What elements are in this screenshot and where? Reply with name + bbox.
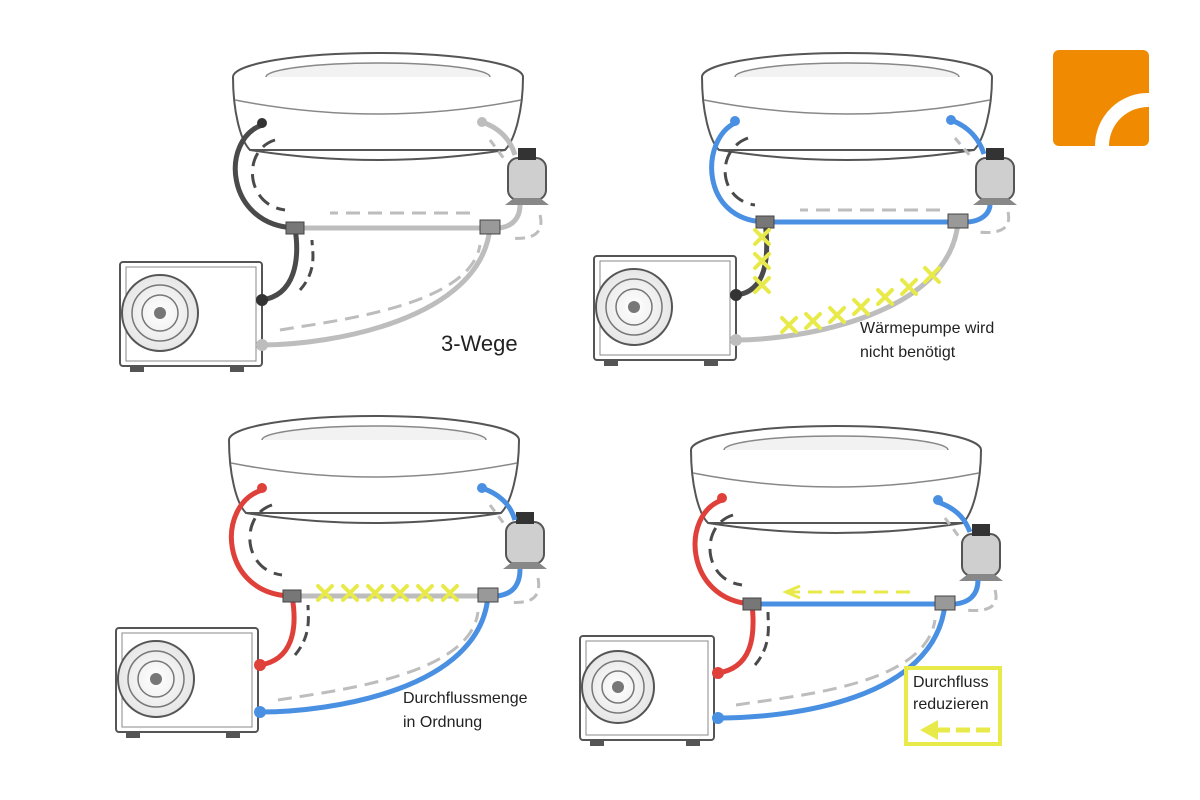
pool xyxy=(701,52,993,161)
heat-pump xyxy=(115,627,259,738)
reduce-flow-callout: Durchfluss reduzieren xyxy=(904,666,1002,746)
panel-caption-line-2: nicht benötigt xyxy=(860,344,956,361)
panel-heatpump-not-needed: Wärmepumpe wird nicht benötigt xyxy=(593,52,1017,366)
pool xyxy=(232,52,524,161)
blocked-markers xyxy=(753,228,941,334)
blocked-markers xyxy=(316,584,459,602)
brand-logo xyxy=(1053,50,1150,147)
heat-pump xyxy=(593,255,737,366)
heat-pump xyxy=(119,261,263,372)
pool xyxy=(690,425,982,534)
filter-pump xyxy=(973,148,1017,205)
panel-caption-line-1: Durchflussmenge xyxy=(403,690,528,707)
panel-caption-line-1: 3-Wege xyxy=(441,331,518,356)
filter-pump xyxy=(503,512,547,569)
panel-caption-line-1: Wärmepumpe wird xyxy=(860,320,994,337)
panel-reduce-flow: Durchfluss reduzieren xyxy=(579,425,1003,746)
panel-3-wege: 3-Wege xyxy=(119,52,549,372)
pool xyxy=(228,415,520,524)
panel-caption-line-1: Durchfluss xyxy=(913,674,989,691)
filter-pump xyxy=(959,524,1003,581)
panel-caption-line-2: reduzieren xyxy=(913,696,989,713)
panel-caption-line-2: in Ordnung xyxy=(403,714,482,731)
filter-pump xyxy=(505,148,549,205)
panel-flow-ok: Durchflussmenge in Ordnung xyxy=(115,415,547,738)
heat-pump xyxy=(579,635,715,746)
